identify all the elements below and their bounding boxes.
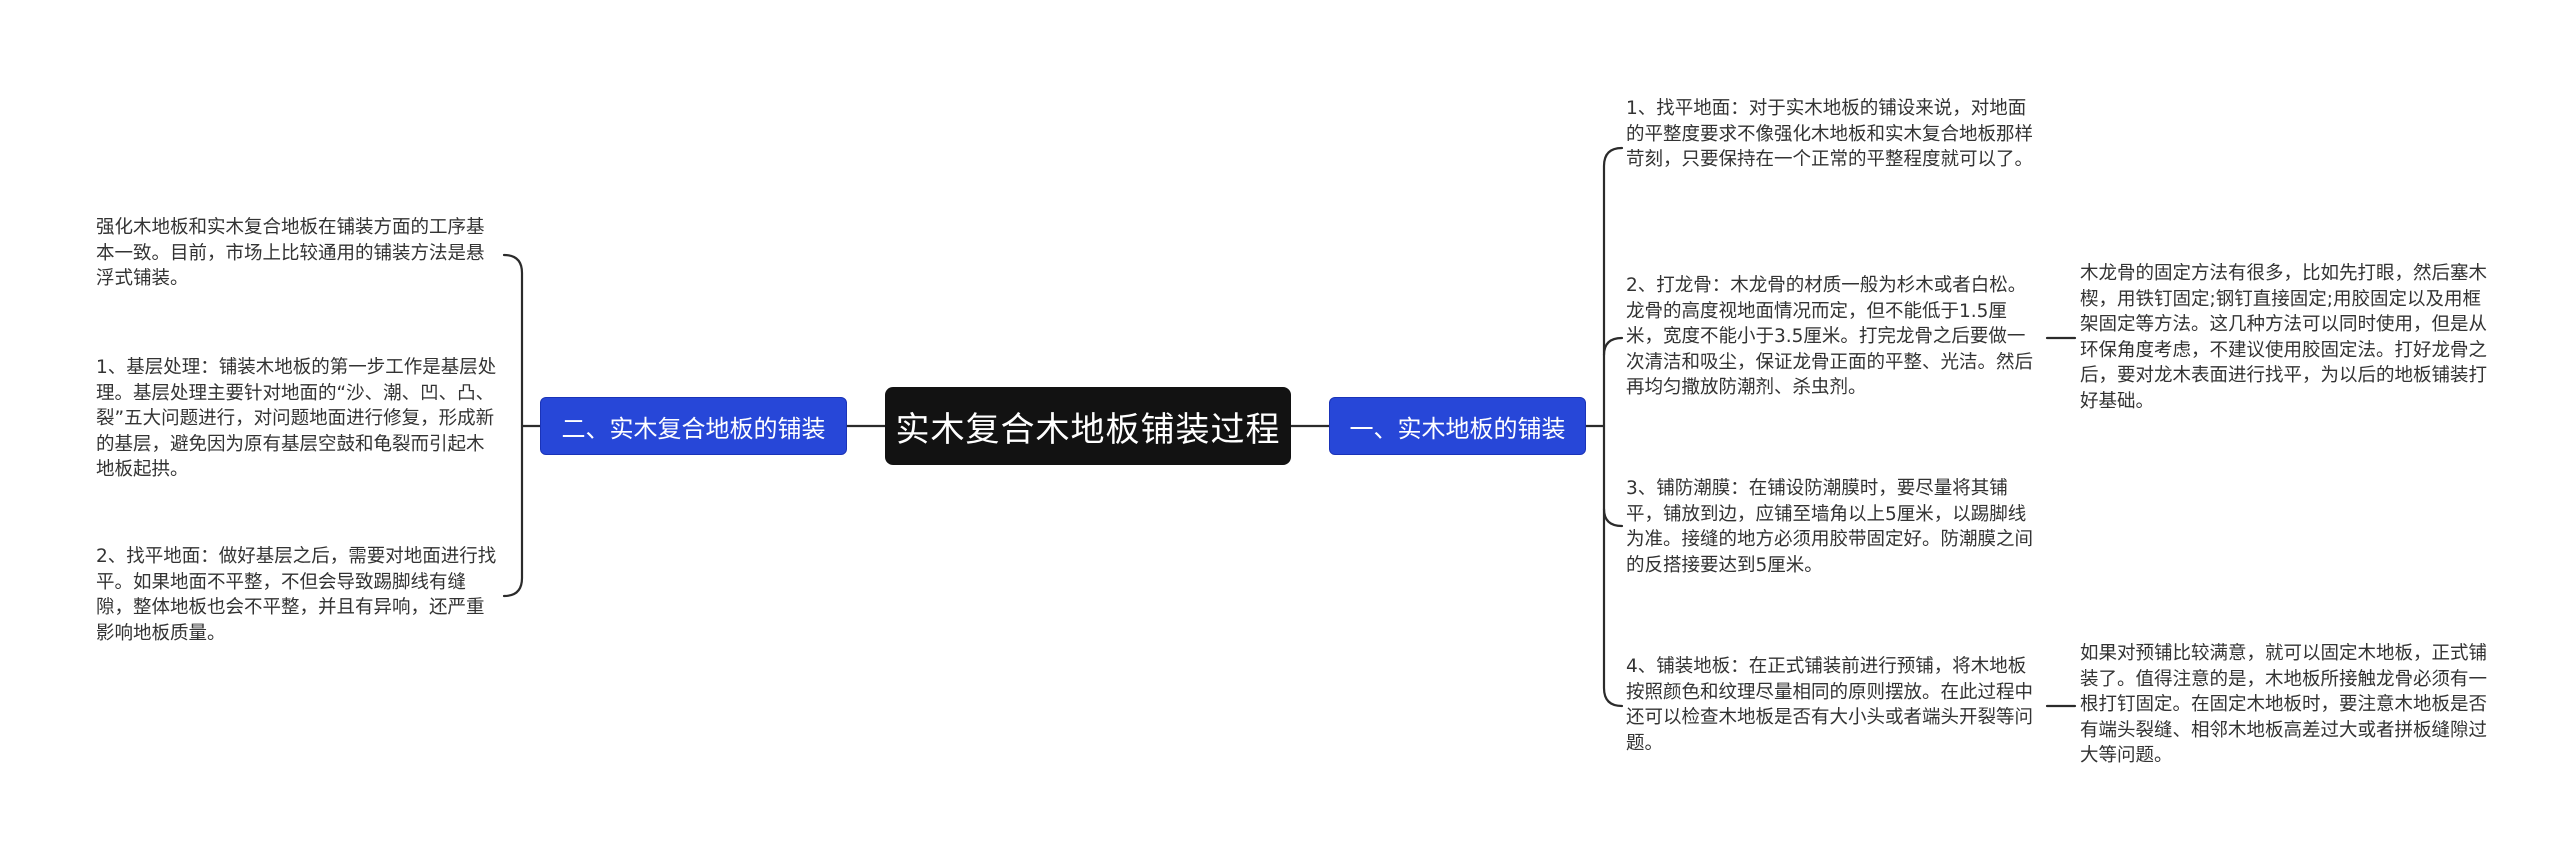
left-item-base-treatment: 1、基层处理：铺装木地板的第一步工作是基层处理。基层处理主要针对地面的“沙、潮、… bbox=[96, 357, 497, 480]
right-item-keel: 2、打龙骨：木龙骨的材质一般为杉木或者白松。龙骨的高度视地面情况而定，但不能低于… bbox=[1626, 275, 2034, 398]
left-item-leveling: 2、找平地面：做好基层之后，需要对地面进行找平。如果地面不平整，不但会导致踢脚线… bbox=[96, 546, 497, 644]
branch-solid-wood-floor: 一、实木地板的铺装 bbox=[1329, 397, 1586, 455]
connector-right-item-2 bbox=[1602, 336, 1624, 357]
connector-right-item-3 bbox=[1602, 507, 1624, 528]
right-item-leveling: 1、找平地面：对于实木地板的铺设来说，对地面的平整度要求不像强化木地板和实木复合… bbox=[1626, 98, 2034, 170]
right-item-moisture-film: 3、铺防潮膜：在铺设防潮膜时，要尽量将其铺平，铺放到边，应铺至墙角以上5厘米，以… bbox=[1626, 478, 2034, 576]
left-intro-text: 强化木地板和实木复合地板在铺装方面的工序基本一致。目前，市场上比较通用的铺装方法… bbox=[96, 217, 485, 289]
note-floor-fixing: 如果对预铺比较满意，就可以固定木地板，正式铺装了。值得注意的是，木地板所接触龙骨… bbox=[2080, 643, 2488, 766]
branch-composite-floor: 二、实木复合地板的铺装 bbox=[540, 397, 847, 455]
connector-left-bracket bbox=[502, 253, 524, 598]
right-item-laying-floor: 4、铺装地板：在正式铺装前进行预铺，将木地板按照颜色和纹理尽量相同的原则摆放。在… bbox=[1626, 656, 2034, 754]
note-keel-fixing: 木龙骨的固定方法有很多，比如先打眼，然后塞木楔，用铁钉固定;钢钉直接固定;用胶固… bbox=[2080, 263, 2488, 412]
connector-right-bracket bbox=[1602, 146, 1624, 708]
root-topic: 实木复合木地板铺装过程 bbox=[885, 387, 1291, 465]
